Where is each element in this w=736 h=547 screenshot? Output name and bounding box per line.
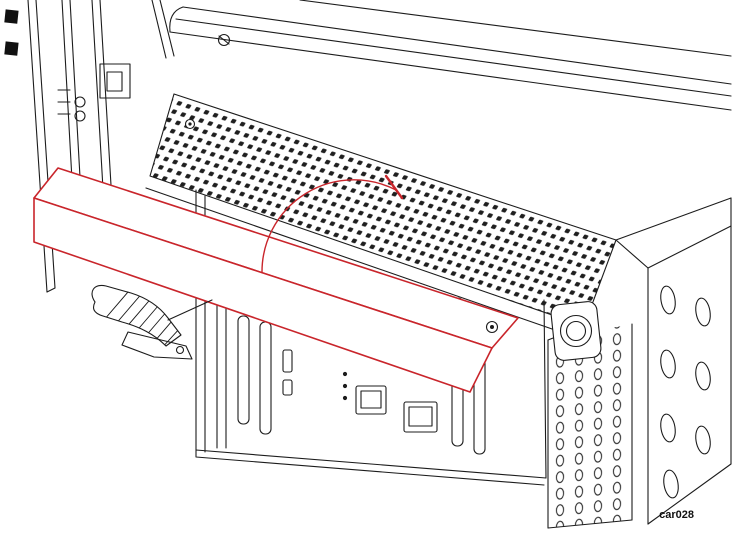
- rack-rail-line: [91, 0, 105, 207]
- panel-screw-left: [184, 118, 196, 130]
- round-connector: [550, 301, 602, 361]
- vent-hole-grid: [548, 324, 632, 528]
- removal-tray-highlight: [33, 167, 519, 393]
- rack-connector-inner: [106, 71, 123, 92]
- latch-leader-line: [167, 299, 213, 321]
- status-leds: [342, 371, 348, 401]
- led-dot: [342, 395, 348, 401]
- cover-edge-line: [175, 18, 732, 97]
- rack-bolt-top: [4, 9, 19, 24]
- vent-panel-edge: [547, 519, 633, 529]
- ethernet-port-2: [403, 401, 438, 433]
- connector-outer-ring: [559, 314, 593, 348]
- cutout-oval: [695, 297, 711, 327]
- front-cutout: [282, 349, 293, 373]
- cover-edge-line: [169, 31, 732, 111]
- front-bottom-edge: [195, 449, 547, 486]
- led-dot: [342, 383, 348, 389]
- enclosure-top-cover: [169, 0, 732, 111]
- panel-lip-line: [145, 187, 579, 339]
- cutout-oval: [663, 469, 679, 499]
- cutout-oval: [660, 285, 676, 315]
- rack-connector-block: [99, 63, 131, 99]
- front-slot: [259, 321, 272, 435]
- right-top-edge: [647, 225, 732, 269]
- front-cutout: [282, 379, 293, 396]
- screw-slot: [218, 35, 230, 45]
- seam-line: [615, 239, 649, 269]
- latch-pivot: [175, 345, 185, 355]
- ethernet-port-1: [355, 385, 387, 415]
- right-bottom-edge: [647, 463, 732, 525]
- cutout-oval: [695, 361, 711, 391]
- right-top-edge: [615, 197, 732, 241]
- rack-rail-line: [46, 287, 56, 293]
- figure-label: car028: [659, 509, 694, 521]
- tray-front-face: [33, 197, 493, 393]
- module-front-face: [195, 189, 602, 486]
- cover-left-cap: [169, 6, 184, 33]
- side-vent-panel: [547, 324, 633, 529]
- rack-rail-line: [99, 0, 113, 203]
- cutout-oval: [695, 425, 711, 455]
- screw-head: [217, 33, 231, 47]
- panel-screw-right: [485, 320, 499, 334]
- screw-center: [490, 325, 494, 329]
- screw-center: [188, 122, 192, 126]
- rack-bolt-bottom: [4, 41, 19, 56]
- port-inner: [360, 390, 382, 409]
- rack-hole: [74, 110, 86, 122]
- cover-screw: [217, 33, 231, 47]
- cover-edge-line: [299, 0, 732, 57]
- rotation-arc: [261, 179, 397, 273]
- cover-edge-line: [182, 6, 732, 85]
- front-slot: [237, 315, 250, 425]
- port-inner: [408, 406, 433, 427]
- right-panel-cutouts: [660, 285, 711, 499]
- rack-hole: [74, 96, 86, 108]
- connector-inner-ring: [565, 320, 587, 342]
- rack-post-edge: [151, 0, 175, 59]
- arrow-tip-mark: [384, 174, 404, 200]
- perforation-grid: [150, 94, 616, 326]
- rotation-arrow: [261, 174, 404, 273]
- port-outline: [355, 385, 387, 415]
- cutout-oval: [660, 349, 676, 379]
- latch-handle: [91, 284, 182, 347]
- rack-detail-ticks: [57, 89, 71, 115]
- cutout-oval: [660, 413, 676, 443]
- front-right-edge: [543, 299, 547, 479]
- rack-rail-line: [27, 0, 48, 293]
- port-outline: [403, 401, 438, 433]
- latch-bracket: [121, 331, 193, 360]
- led-dot: [342, 371, 348, 377]
